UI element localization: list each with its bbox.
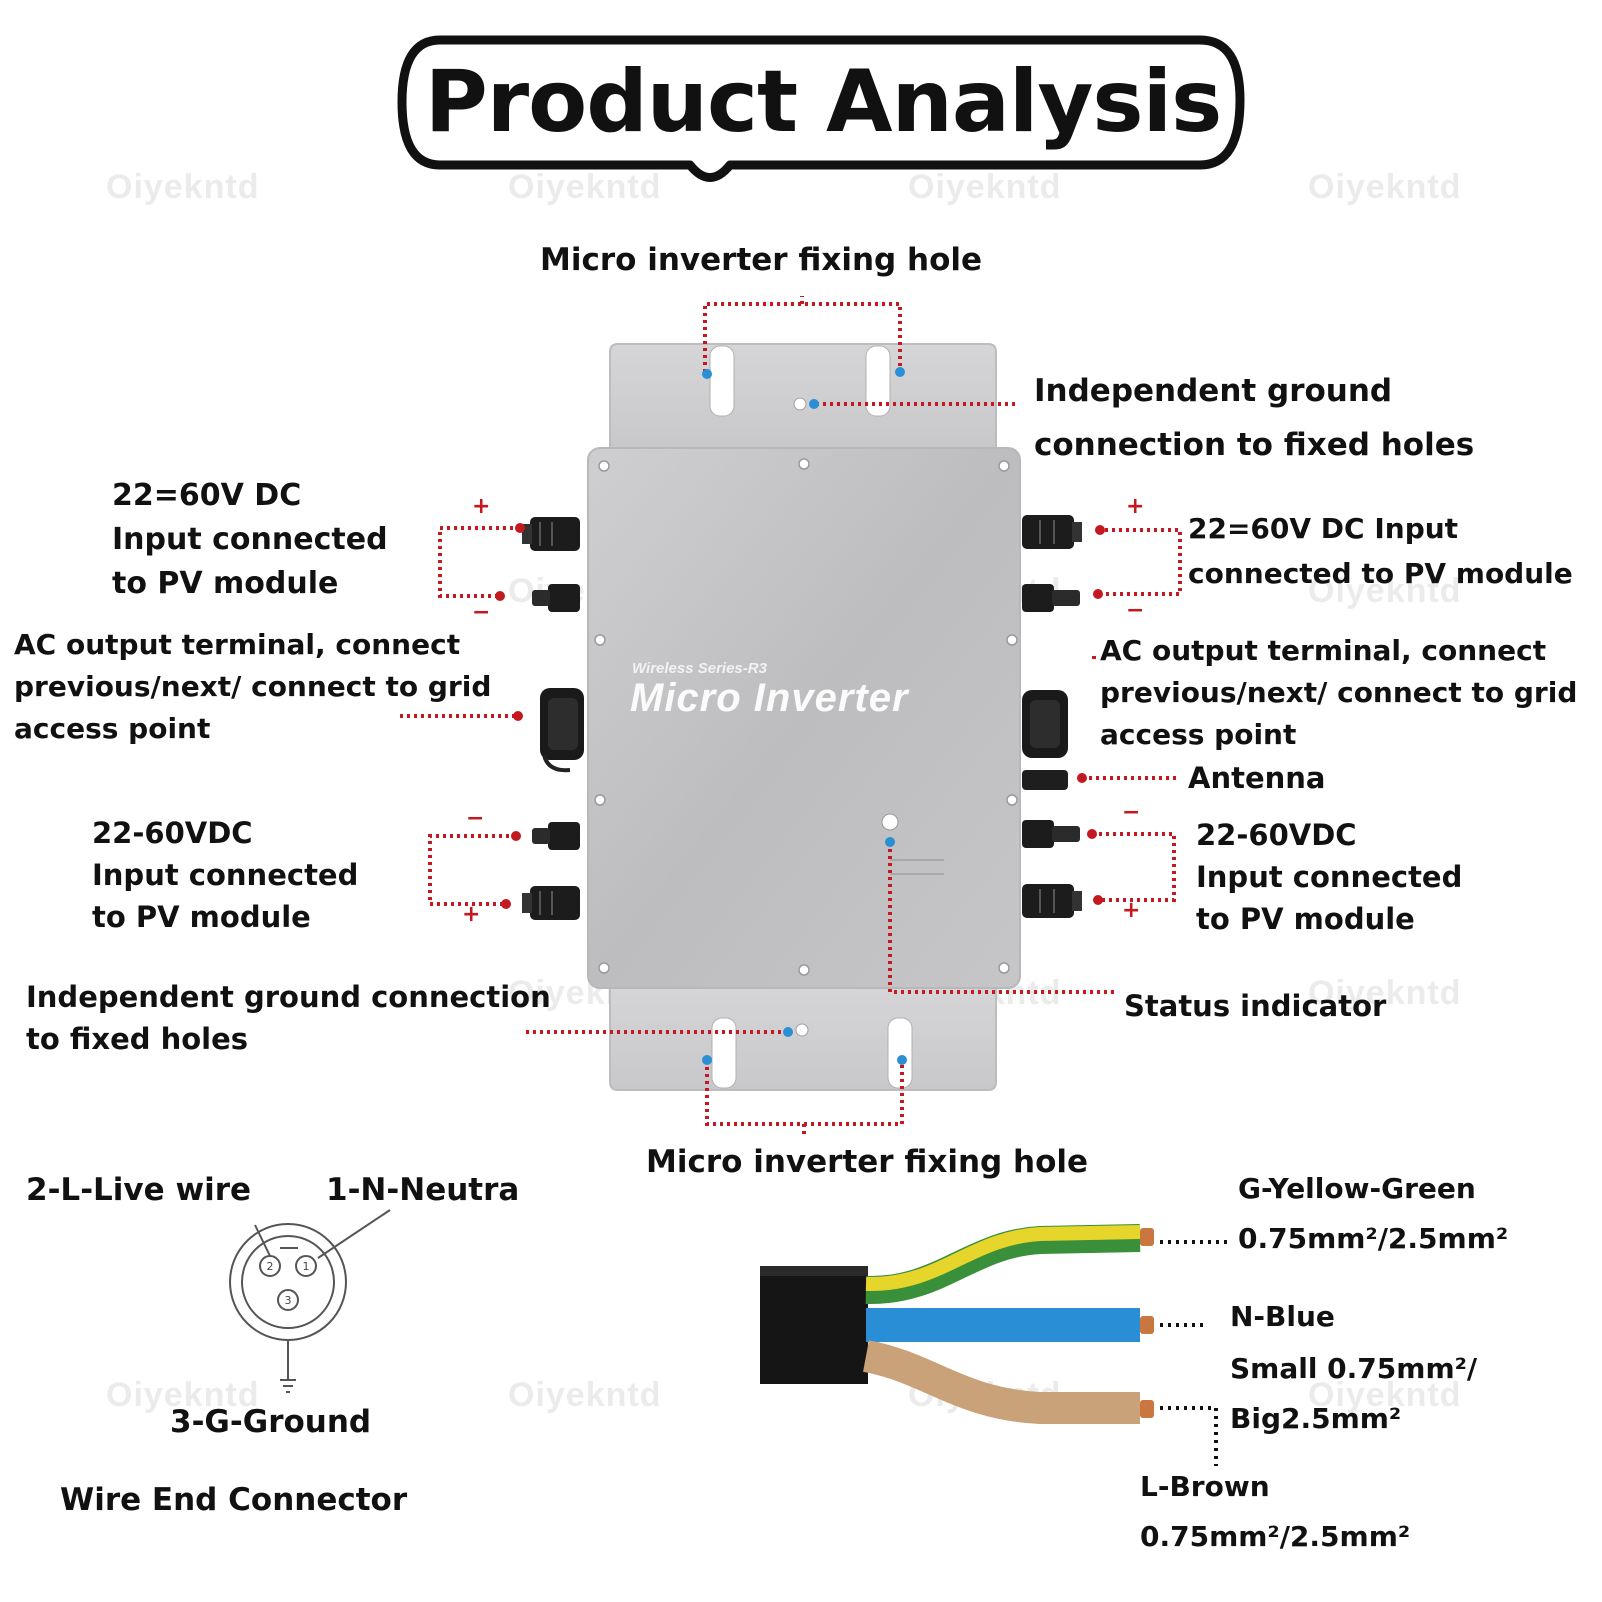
polarity-plus: + xyxy=(472,494,491,519)
dot-dc-bottom-right-plus xyxy=(1093,895,1103,905)
polarity-plus: + xyxy=(462,902,481,927)
label-ac-right: AC output terminal, connect previous/nex… xyxy=(1100,634,1578,751)
dot-dc-top-left-plus xyxy=(515,523,525,533)
cable-neutral-size: Small 0.75mm²/ Big2.5mm² xyxy=(1230,1352,1478,1435)
watermark: Oiyekntd xyxy=(508,168,662,206)
page-title: Product Analysis xyxy=(424,52,1223,152)
pin-number: 1 xyxy=(303,1260,310,1273)
leader-dc-bottom-left xyxy=(428,834,516,906)
cable-live-name: L-Brown xyxy=(1140,1470,1270,1503)
dc-connector-right-top-plus xyxy=(1022,515,1082,549)
label-antenna: Antenna xyxy=(1188,761,1326,795)
polarity-minus: − xyxy=(1122,800,1141,825)
label-ground-wire: 3-G-Ground xyxy=(170,1404,372,1440)
watermark: Oiyekntd xyxy=(508,1376,662,1414)
watermark: Oiyekntd xyxy=(1308,168,1462,206)
mounting-plate-top xyxy=(609,343,997,449)
dc-connector-right-bottom-minus xyxy=(1022,820,1080,848)
label-dc-top-right: 22=60V DC Input connected to PV module xyxy=(1188,512,1573,590)
marker-ground-bottom xyxy=(783,1027,793,1037)
dot-dc-top-right-plus xyxy=(1095,525,1105,535)
cable-ground-size: 0.75mm²/2.5mm² xyxy=(1238,1222,1509,1255)
dot-dc-top-left-minus xyxy=(495,591,505,601)
pin-number: 2 xyxy=(267,1260,274,1273)
cable-neutral-name: N-Blue xyxy=(1230,1300,1335,1333)
dot-dc-bottom-left-plus xyxy=(501,899,511,909)
wire-end-connector-caption: Wire End Connector xyxy=(60,1482,408,1518)
antenna xyxy=(1022,770,1068,790)
dc-connector-left-bottom-plus xyxy=(522,886,580,920)
cable-ground-name: G-Yellow-Green xyxy=(1238,1172,1476,1205)
ac-connector-right xyxy=(1022,690,1068,758)
watermark: Oiyekntd xyxy=(908,168,1062,206)
label-fixing-hole-bottom: Micro inverter fixing hole xyxy=(646,1144,1089,1180)
label-dc-top-left: 22=60V DC Input connected to PV module xyxy=(112,478,388,601)
polarity-minus: − xyxy=(472,600,491,625)
inverter-series: Wireless Series-R3 xyxy=(632,660,767,677)
watermark: Oiyekntd xyxy=(1308,572,1462,610)
marker-fixing-hole-bottom-right xyxy=(897,1055,907,1065)
watermark: Oiyekntd xyxy=(1308,1376,1462,1414)
watermark: Oiyekntd xyxy=(106,168,260,206)
label-neutral-wire: 1-N-Neutra xyxy=(326,1172,520,1208)
label-ground-bottom: Independent ground connection to fixed h… xyxy=(26,980,551,1056)
polarity-minus: − xyxy=(1126,598,1145,623)
dot-dc-top-right-minus xyxy=(1093,589,1103,599)
ac-power-cable xyxy=(760,1224,1154,1424)
label-live-wire: 2-L-Live wire xyxy=(26,1172,252,1208)
leader-dc-top-right xyxy=(1098,528,1182,596)
label-fixing-hole-top: Micro inverter fixing hole xyxy=(540,242,983,278)
leader-fixing-hole-top xyxy=(703,302,902,372)
mounting-plate-bottom xyxy=(609,984,997,1091)
pin-number: 3 xyxy=(285,1294,292,1307)
leader-dc-top-left xyxy=(438,526,520,598)
polarity-plus: + xyxy=(1126,494,1145,519)
polarity-minus: − xyxy=(466,806,485,831)
dc-connector-left-top-plus xyxy=(522,517,580,551)
label-status: Status indicator xyxy=(1124,989,1387,1023)
label-dc-bottom-left: 22-60VDC Input connected to PV module xyxy=(92,816,359,934)
polarity-plus: + xyxy=(1122,898,1141,923)
marker-ground-top xyxy=(809,399,819,409)
dot-dc-bottom-right-minus xyxy=(1087,829,1097,839)
leader-live-wire xyxy=(1160,1406,1218,1466)
dc-connector-right-top-minus xyxy=(1022,584,1080,612)
ac-connector-left xyxy=(540,688,584,773)
title-badge xyxy=(397,35,1245,182)
dc-connector-left-bottom-minus xyxy=(532,822,580,850)
micro-inverter-housing xyxy=(587,447,1021,989)
dot-dc-bottom-left-minus xyxy=(511,831,521,841)
leader-dc-bottom-right xyxy=(1092,832,1176,902)
dot-antenna xyxy=(1077,773,1087,783)
watermark: Oiyekntd xyxy=(106,1376,260,1414)
marker-fixing-hole-bottom-left xyxy=(702,1055,712,1065)
label-ac-left: AC output terminal, connect previous/nex… xyxy=(14,628,492,745)
cable-live-size: 0.75mm²/2.5mm² xyxy=(1140,1520,1411,1553)
wire-end-connector-diagram xyxy=(229,1209,391,1393)
leader-status xyxy=(888,842,1116,994)
dot-ac-left xyxy=(513,711,523,721)
label-dc-bottom-right: 22-60VDC Input connected to PV module xyxy=(1196,818,1463,936)
dc-connector-left-top-minus xyxy=(532,584,580,612)
inverter-name: Micro Inverter xyxy=(630,676,909,720)
marker-status xyxy=(885,837,895,847)
label-ground-top: Independent ground connection to fixed h… xyxy=(1034,373,1475,463)
pin-1-neutral xyxy=(295,1255,317,1277)
marker-fixing-hole-top-right xyxy=(895,367,905,377)
watermark: Oiyekntd xyxy=(1308,974,1462,1012)
dc-connector-right-bottom-plus xyxy=(1022,884,1082,918)
pin-3-ground xyxy=(277,1289,299,1311)
marker-fixing-hole-top-left xyxy=(702,369,712,379)
